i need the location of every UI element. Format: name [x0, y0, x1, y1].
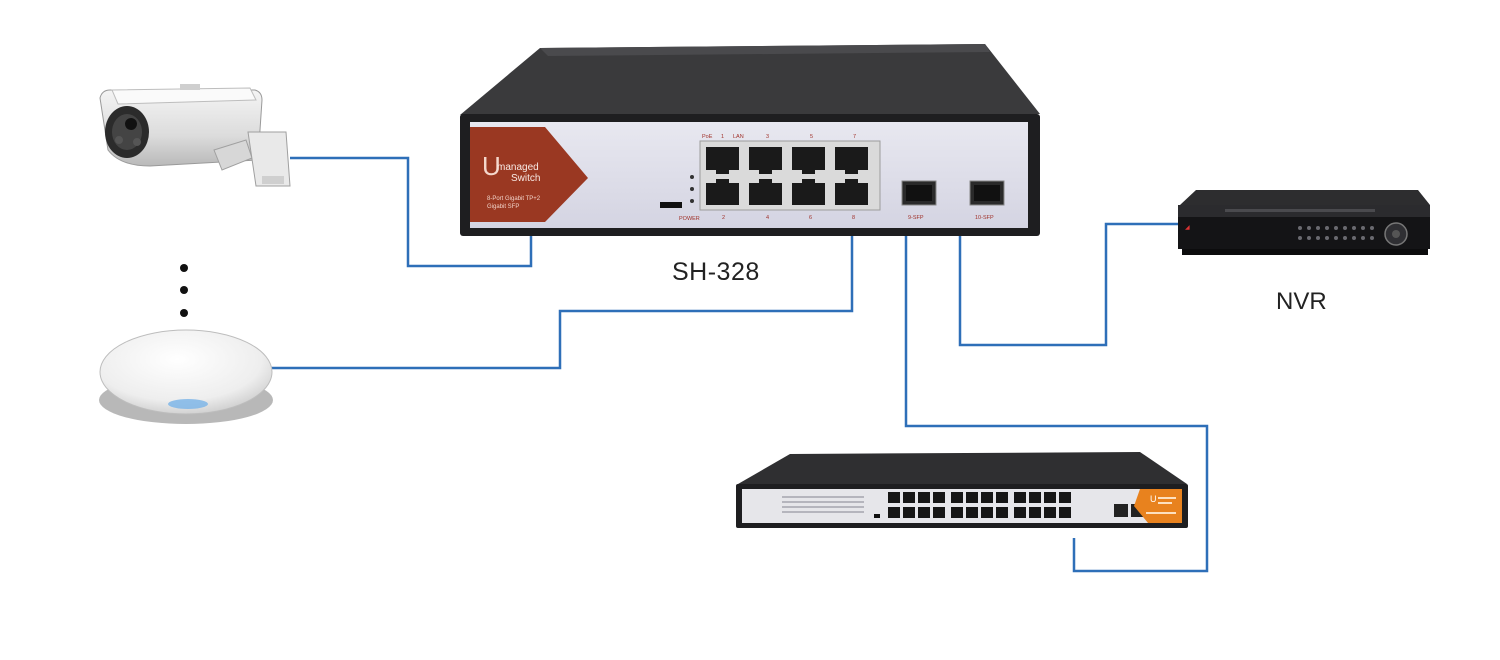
rj45-port [749, 179, 782, 205]
port-labels-bottom: 2 4 6 8 [722, 215, 855, 221]
status-leds [690, 175, 694, 203]
label-poe: PoE [702, 134, 713, 140]
sfp-label-9: 9-SFP [908, 215, 924, 221]
nvr-recorder: ◢ [1178, 190, 1430, 255]
wireless-access-point [99, 329, 273, 424]
label-port3: 3 [766, 134, 769, 140]
rj45-ports-24 [888, 492, 1071, 518]
label-port5: 5 [810, 134, 813, 140]
switch-desc-line2: Gigabit SFP [487, 204, 519, 210]
switch-desc-line1: 8-Port Gigabit TP+2 [487, 196, 541, 202]
more-devices-dots [180, 264, 188, 317]
link-camera-switch [290, 156, 533, 268]
ip-camera [99, 84, 291, 187]
label-port8: 8 [852, 215, 855, 221]
brand-badge [470, 127, 588, 222]
sfp-port [1114, 504, 1128, 517]
nvr-label: NVR [1276, 288, 1327, 315]
brand-line1: managed [497, 162, 539, 173]
brand-logo-u: U [482, 151, 501, 181]
power-label: POWER [679, 216, 700, 222]
rj45-port [835, 179, 868, 205]
main-switch-label: SH-328 [672, 258, 760, 286]
switch-24-port: U [736, 452, 1188, 528]
rj45-port [792, 147, 825, 174]
label-port2: 2 [722, 215, 725, 221]
nvr-buttons [1298, 226, 1374, 240]
label-lan: LAN [733, 134, 744, 140]
svg-text:U: U [1150, 494, 1157, 504]
link-switch-24port [904, 234, 1209, 573]
label-port1: 1 [721, 134, 724, 140]
label-port4: 4 [766, 215, 769, 221]
reset-button [660, 202, 682, 208]
rj45-port [792, 179, 825, 205]
nvr-brand-mark: ◢ [1185, 225, 1190, 231]
sfp-label-10: 10-SFP [975, 215, 994, 221]
ap-status-light [168, 399, 208, 409]
main-poe-switch: U managed Switch 8-Port Gigabit TP+2 Gig… [460, 44, 1040, 236]
connection-lines [268, 156, 1209, 573]
rj45-port [706, 179, 739, 205]
rj45-port [835, 147, 868, 174]
label-port7: 7 [853, 134, 856, 140]
link-ap-switch [268, 236, 854, 370]
rj45-port [749, 147, 782, 174]
rj45-port [706, 147, 739, 174]
sfp-ports [901, 180, 1005, 206]
port-labels-top: PoE 1 LAN 3 5 7 [702, 134, 856, 140]
rj45-ports [706, 147, 868, 205]
camera-lens [125, 118, 137, 130]
label-port6: 6 [809, 215, 812, 221]
led-grid [782, 496, 864, 513]
brand-line2: Switch [511, 173, 540, 184]
link-nvr-switch [958, 222, 1178, 347]
